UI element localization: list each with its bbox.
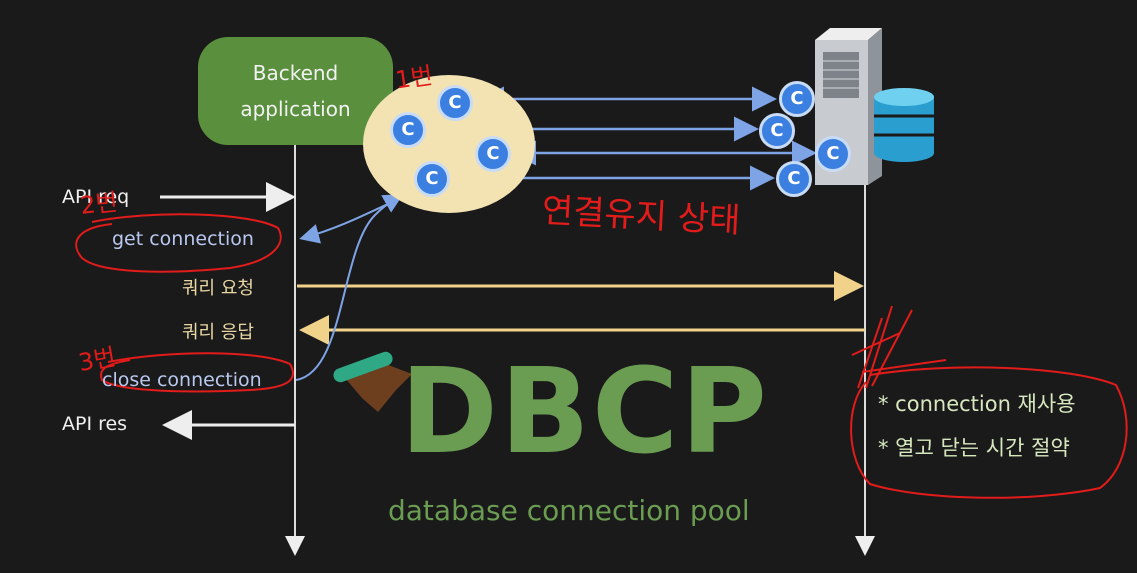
api-req-label: API req (62, 186, 130, 208)
red-annotation-marks (75, 213, 1128, 499)
server-connection-node: C (776, 161, 812, 197)
annotation-step3: 3번 (76, 342, 118, 377)
close-connection-label: close connection (102, 369, 262, 391)
dbcp-subtitle: database connection pool (388, 494, 750, 527)
server-connection-node: C (815, 136, 851, 172)
backend-label-line1: Backend (252, 61, 339, 85)
server-connection-node: C (759, 113, 795, 149)
dbcp-title: DBCP (400, 342, 769, 480)
benefit-reuse: * connection 재사용 (878, 392, 1076, 416)
database-icon (874, 88, 934, 162)
query-response-label: 쿼리 응답 (182, 322, 254, 343)
pool-connection-node: C (475, 136, 511, 172)
api-res-label: API res (62, 413, 128, 435)
annotation-step2: 2번 (78, 188, 119, 220)
get-connection-circle (75, 213, 282, 273)
mascot-icon (333, 351, 412, 412)
annotation-step1: 1번 (393, 61, 435, 95)
query-request-label: 쿼리 요청 (182, 278, 254, 299)
pool-connection-node: C (390, 112, 426, 148)
get-connection-label: get connection (112, 228, 254, 250)
benefit-time-saving: * 열고 닫는 시간 절약 (878, 436, 1070, 460)
benefits-circle (850, 366, 1128, 499)
annotation-keep-alive: 연결유지 상태 (540, 190, 742, 242)
close-connection-circle (100, 352, 295, 393)
server-connection-node: C (779, 81, 815, 117)
pool-connection-node: C (414, 161, 450, 197)
backend-application-box: Backend application (198, 37, 393, 145)
scribble-mark (851, 305, 947, 389)
pool-connection-node: C (437, 85, 473, 121)
backend-label-line2: application (240, 97, 351, 121)
close-connection-curve (295, 194, 404, 381)
